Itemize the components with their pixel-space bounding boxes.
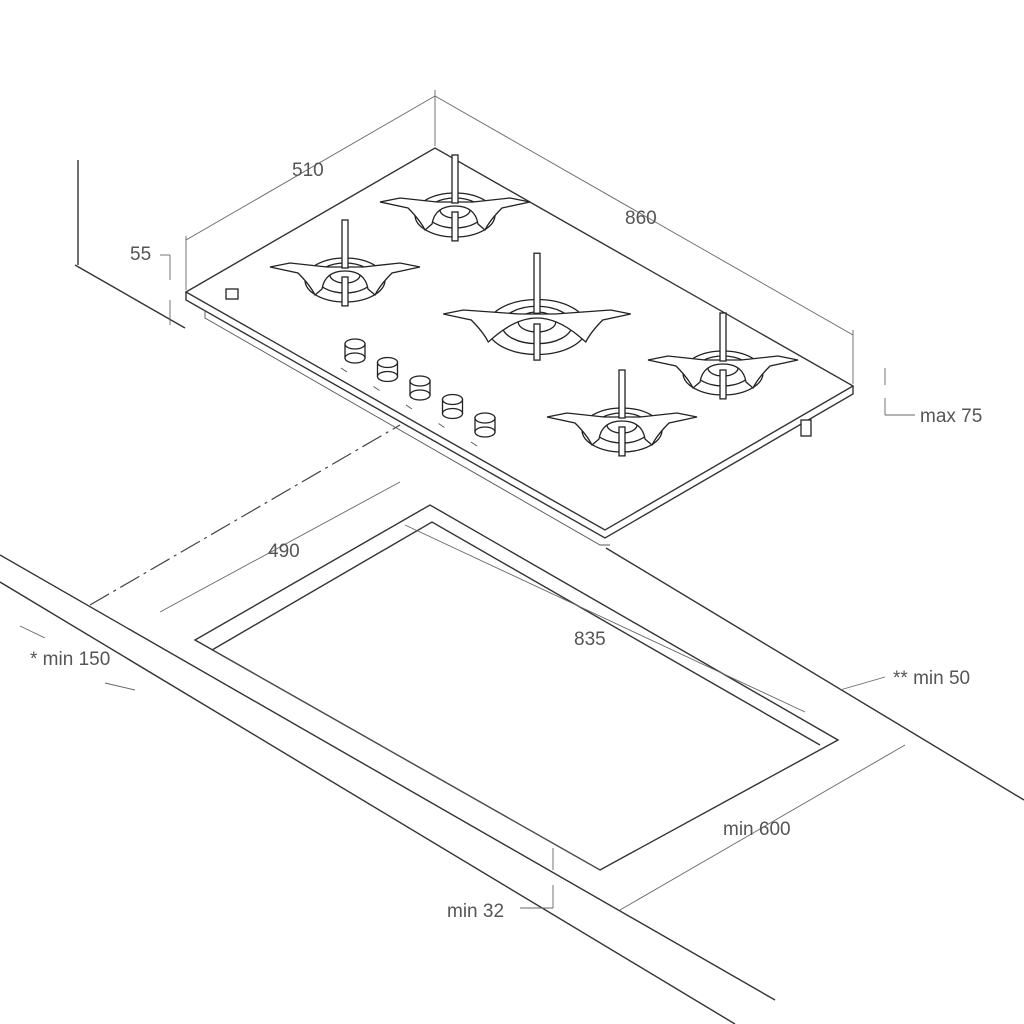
burner-wok-center (443, 252, 631, 361)
dimension-lines (19, 90, 915, 911)
label-cutout-width: 835 (574, 629, 606, 650)
control-knob[interactable] (340, 338, 366, 373)
burner-semi-rapid-right (647, 312, 799, 400)
control-knob[interactable] (470, 412, 496, 447)
dimension-labels: 510 860 55 max 75 490 835 * min 150 ** m… (30, 160, 982, 922)
control-knob[interactable] (405, 375, 431, 410)
label-side-clearance: ** min 50 (893, 668, 970, 689)
worktop-cutout (193, 504, 840, 871)
label-wall-clearance: * min 150 (30, 649, 110, 670)
label-glass-height: 55 (130, 244, 151, 265)
hob (184, 147, 855, 546)
label-cutout-depth: 490 (268, 541, 300, 562)
label-width: 860 (625, 208, 657, 229)
burner-semi-rapid-front (546, 369, 698, 457)
control-knobs (340, 338, 496, 447)
burner-auxiliary-left (269, 219, 421, 307)
label-worktop-thickness: min 32 (447, 901, 504, 922)
label-cabinet-depth: min 600 (723, 819, 791, 840)
worktop (0, 160, 1024, 1024)
label-total-height: max 75 (920, 406, 982, 427)
brand-logo (225, 288, 239, 300)
burners (269, 154, 799, 457)
burner-semi-rapid-rear (379, 154, 531, 242)
label-depth: 510 (292, 160, 324, 181)
control-knob[interactable] (438, 393, 464, 428)
hob-foot (800, 419, 812, 437)
control-knob[interactable] (373, 356, 399, 391)
